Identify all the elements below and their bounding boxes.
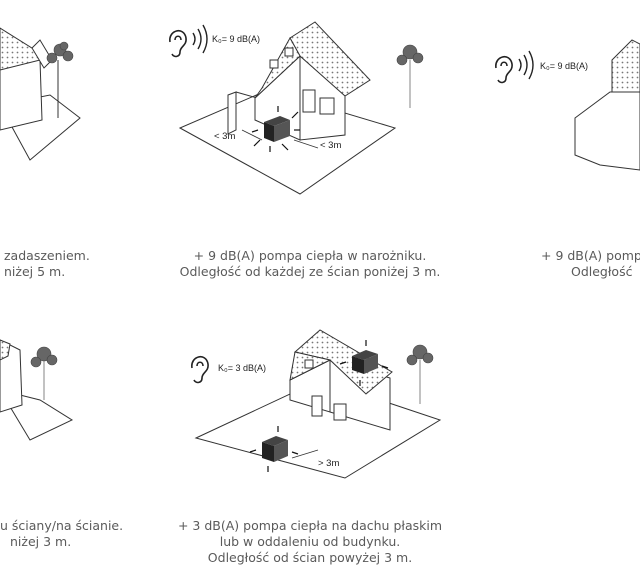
house-door — [302, 89, 316, 113]
distance-label-left: < 3m — [214, 131, 235, 142]
caption-line: Odległość od ścian powyżej 3 m. — [207, 550, 413, 565]
tree-icon — [46, 41, 74, 64]
caption-line: Odległość — [571, 264, 633, 279]
panel-top-right-illustration — [574, 39, 640, 171]
caption-bottom-center: + 3 dB(A) pompa ciepła na dachu płaskim … — [170, 518, 450, 566]
corner-wall — [227, 91, 237, 135]
caption-bottom-left: u ściany/na ścianie. niżej 3 m. — [0, 518, 123, 550]
caption-line: + 9 dB(A) pompa ciepła w narożniku. — [193, 248, 427, 263]
heat-pump-icon — [339, 340, 389, 386]
house-window — [319, 97, 335, 115]
ear-icon — [191, 356, 209, 384]
ear-icon — [169, 30, 187, 58]
caption-line: niżej 3 m. — [10, 534, 72, 549]
caption-top-left: zadaszeniem. niżej 5 m. — [4, 248, 90, 280]
ear-icon — [495, 56, 513, 84]
caption-line: lub w oddaleniu od budynku. — [219, 534, 401, 549]
caption-top-center: + 9 dB(A) pompa ciepła w narożniku. Odle… — [170, 248, 450, 280]
panel-top-center-illustration — [178, 21, 397, 195]
heat-pump-icon — [251, 106, 300, 152]
k0-label: K₀= 3 dB(A) — [218, 363, 266, 373]
house-window — [333, 403, 347, 421]
heat-pump-icon — [249, 426, 299, 472]
k0-label: K₀= 9 dB(A) — [212, 34, 260, 44]
panel-bottom-left-illustration — [0, 339, 74, 441]
sound-waves-icon — [192, 24, 208, 54]
house-door — [311, 395, 323, 417]
caption-line: Odległość od każdej ze ścian poniżej 3 m… — [179, 264, 441, 279]
panel-bottom-center-illustration — [194, 329, 442, 479]
distance-label: > 3m — [318, 458, 339, 469]
caption-line: + 3 dB(A) pompa ciepła na dachu płaskim — [177, 518, 443, 533]
tree-icon — [30, 346, 58, 400]
caption-line: u ściany/na ścianie. — [0, 518, 124, 533]
tree-icon — [406, 344, 434, 404]
k0-label: K₀= 9 dB(A) — [540, 61, 588, 71]
tree-icon — [396, 44, 424, 108]
distance-label-right: < 3m — [320, 140, 341, 151]
caption-top-right: + 9 dB(A) pomp Odległość — [541, 248, 640, 280]
sound-waves-icon — [518, 50, 534, 80]
caption-line: + 9 dB(A) pomp — [541, 248, 640, 263]
caption-line: zadaszeniem. — [4, 248, 90, 263]
caption-line: niżej 5 m. — [4, 264, 66, 279]
panel-top-left-illustration — [0, 27, 81, 161]
